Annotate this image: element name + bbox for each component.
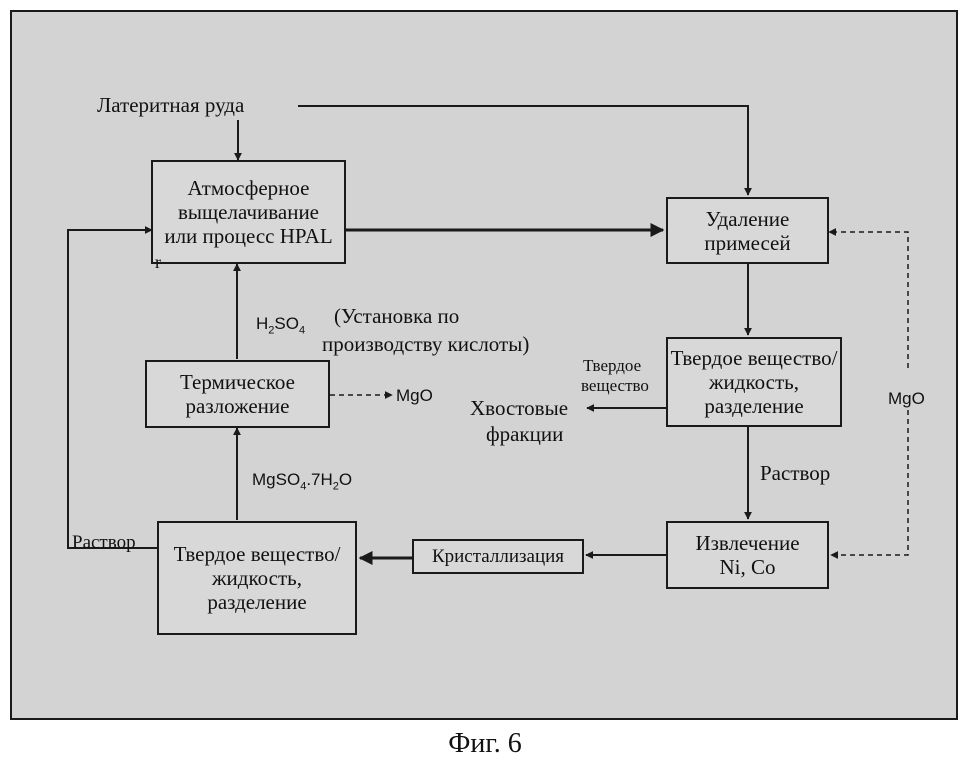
label-mgo-thermal: MgO: [396, 384, 433, 408]
separation2-line-2: жидкость,: [212, 566, 302, 590]
crystallization-label: Кристаллизация: [432, 545, 564, 569]
arrow-solution-recycle: [68, 230, 157, 548]
separation1-line-2: жидкость,: [709, 370, 799, 394]
box-leaching: Атмосферное выщелачивание или процесс HP…: [151, 160, 346, 264]
label-solution-mid: Раствор: [760, 461, 830, 485]
extraction-line-1: Извлечение: [695, 531, 799, 555]
label-acid-plant-1: (Установка по: [334, 304, 459, 328]
separation2-line-3: разделение: [207, 590, 306, 614]
label-h2so4: H2SO4: [256, 312, 305, 342]
box-separation-1: Твердое вещество/ жидкость, разделение: [666, 337, 842, 427]
label-ore-mark: r: [155, 250, 161, 274]
box-separation-2: Твердое вещество/ жидкость, разделение: [157, 521, 357, 635]
leaching-line-3: или процесс HPAL: [164, 224, 332, 248]
box-extraction: Извлечение Ni, Co: [666, 521, 829, 589]
separation1-line-1: Твердое вещество/: [671, 346, 838, 370]
thermal-line-1: Термическое: [180, 370, 295, 394]
arrow-ore-to-impurity: [298, 106, 748, 195]
label-solid-1: Твердое: [583, 356, 641, 375]
label-mgo-recycle: MgO: [888, 387, 925, 411]
label-solid-2: вещество: [581, 376, 649, 395]
box-impurity-removal: Удаление примесей: [666, 197, 829, 264]
label-tailings-1: Хвостовые: [470, 396, 568, 420]
box-crystallization: Кристаллизация: [412, 539, 584, 574]
box-thermal-decomposition: Термическое разложение: [145, 360, 330, 428]
impurity-line-2: примесей: [704, 231, 790, 255]
label-tailings-2: фракции: [486, 422, 563, 446]
impurity-line-1: Удаление: [706, 207, 790, 231]
label-acid-plant-2: производству кислоты): [322, 332, 529, 356]
leaching-line-1: Атмосферное: [188, 176, 310, 200]
separation2-line-1: Твердое вещество/: [174, 542, 341, 566]
separation1-line-3: разделение: [704, 394, 803, 418]
thermal-line-2: разложение: [186, 394, 290, 418]
label-mgso4: MgSO4.7H2O: [252, 468, 352, 498]
extraction-line-2: Ni, Co: [719, 555, 775, 579]
label-solution-left: Раствор: [72, 531, 136, 555]
figure-caption: Фиг. 6: [0, 728, 970, 760]
arrow-mgo-to-extraction: [831, 410, 908, 555]
label-laterite-ore: Латеритная руда: [97, 93, 244, 117]
leaching-line-2: выщелачивание: [178, 200, 319, 224]
